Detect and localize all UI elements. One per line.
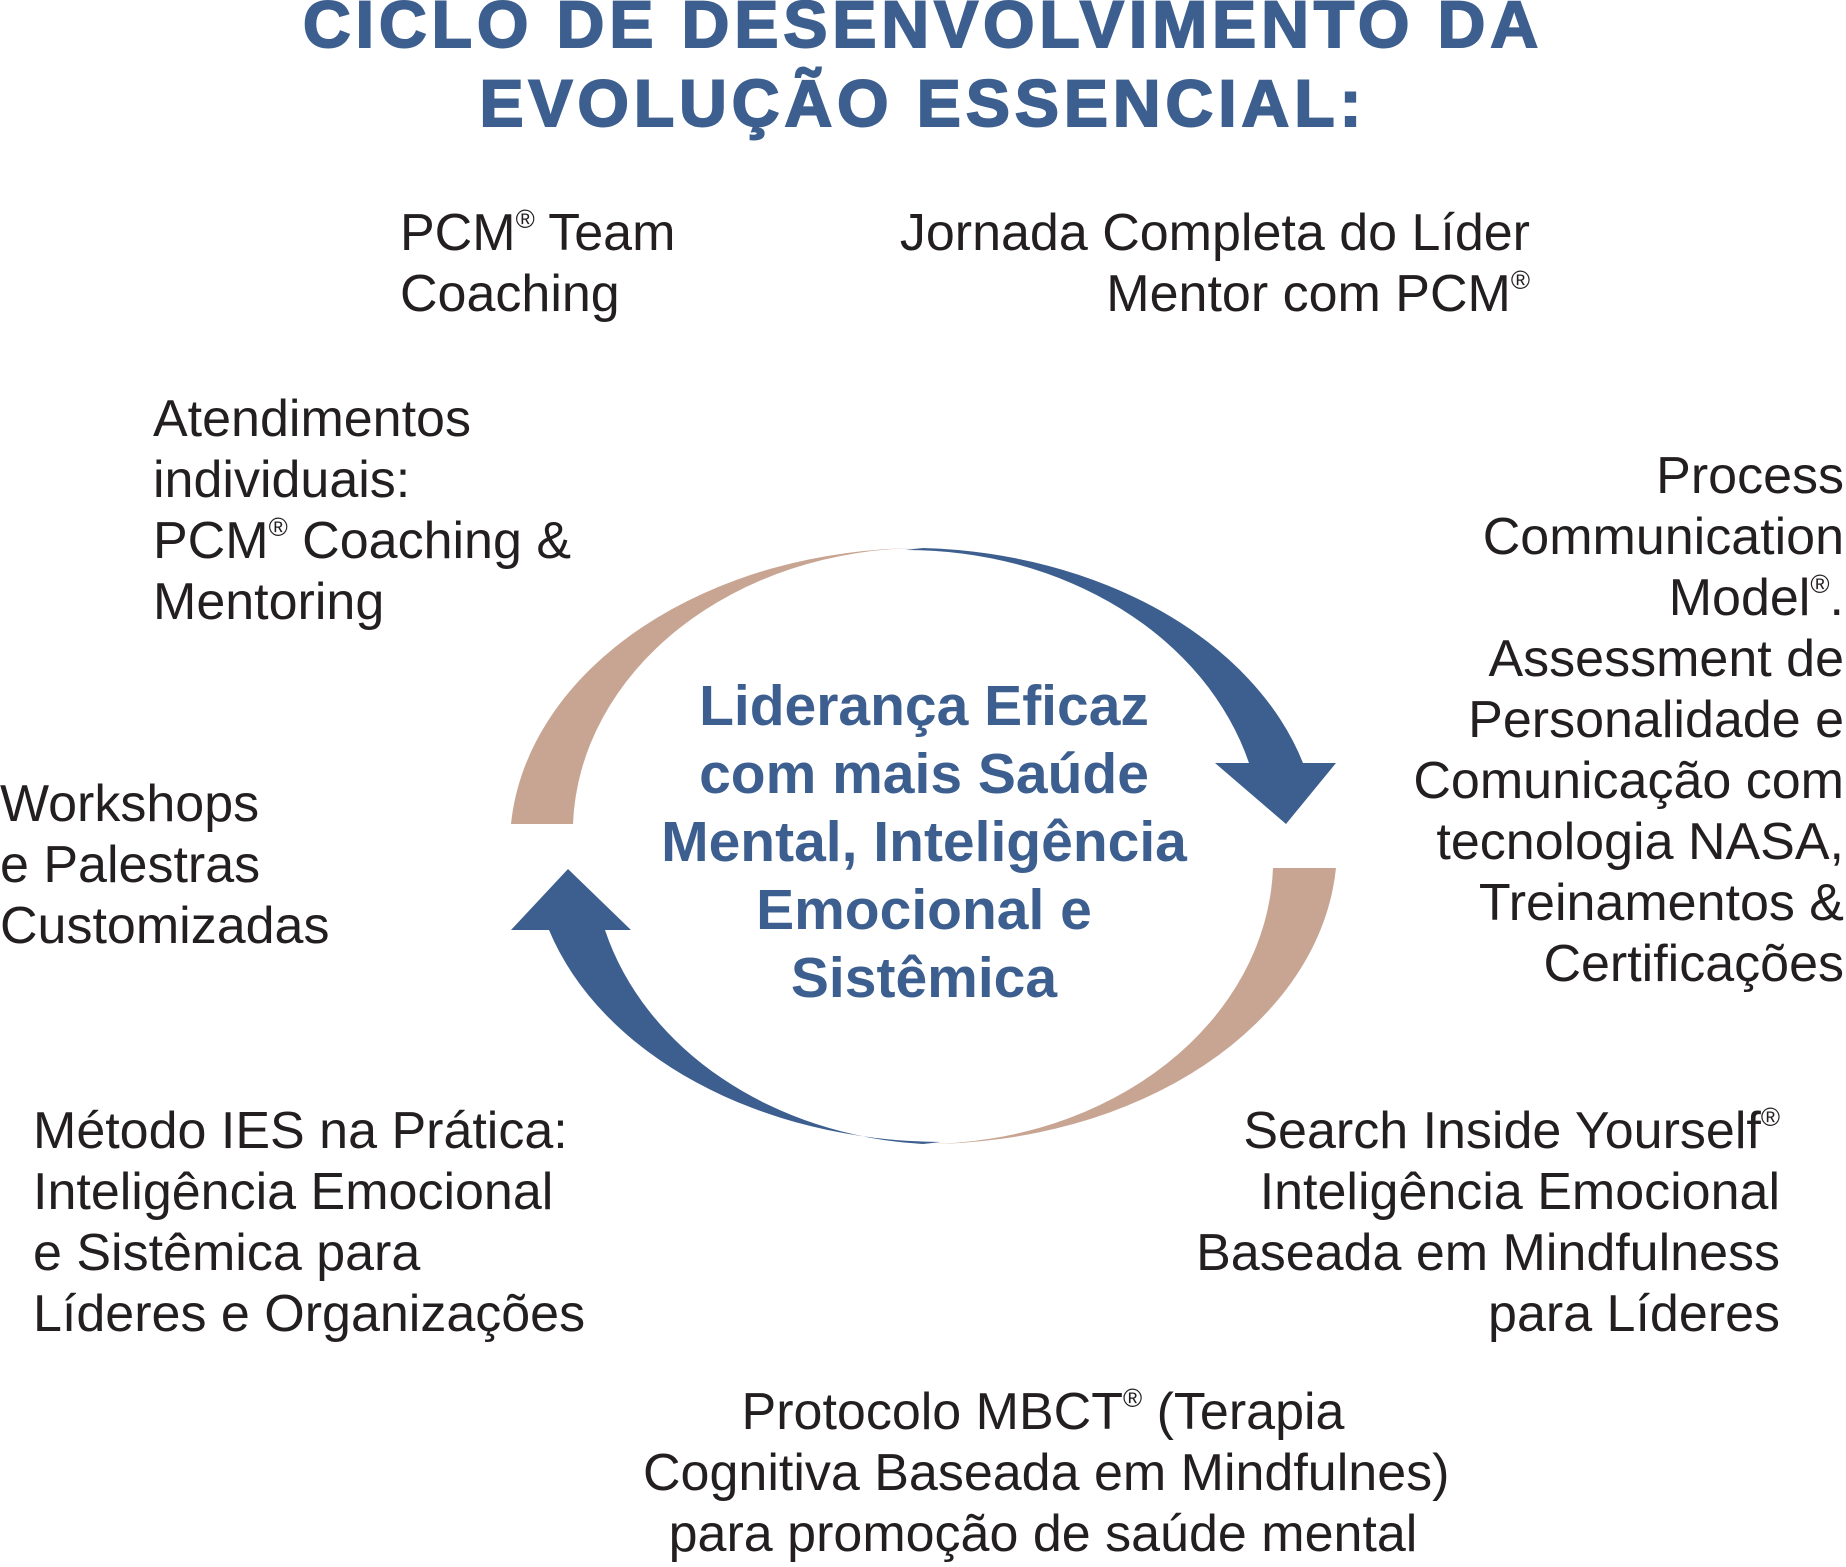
text: PCM [153,512,269,570]
text: . [1829,569,1844,627]
registered-mark: ® [1810,569,1830,599]
blue-arrow-top-right [905,548,1336,824]
registered-mark: ® [268,512,288,542]
title-line-2: EVOLUÇÃO ESSENCIAL: [478,65,1367,141]
text: Inteligência Emocional [1259,1163,1780,1221]
item-atendimentos: Atendimentos individuais: PCM® Coaching … [153,389,571,633]
text: para Líderes [1488,1285,1780,1343]
text: Team [534,204,676,262]
registered-mark: ® [1122,1383,1143,1413]
text: (Terapia [1142,1383,1345,1441]
text: Mentor com PCM [1106,265,1511,323]
text: Coaching & [287,512,572,570]
text: Método IES na Prática: [33,1102,568,1160]
text: Treinamentos & [1478,874,1844,932]
text: Model [1668,569,1811,627]
text: Search Inside Yourself [1243,1102,1761,1160]
text: Process [1656,447,1844,505]
text: Coaching [400,265,620,323]
registered-mark: ® [1510,265,1530,295]
center-line: Emocional e [756,878,1092,942]
diagram-title: CICLO DE DESENVOLVIMENTO DA EVOLUÇÃO ESS… [0,0,1846,143]
text: e Sistêmica para [33,1224,421,1282]
center-line: Sistêmica [790,946,1058,1010]
text: Líderes e Organizações [33,1285,586,1343]
text: Protocolo MBCT [741,1383,1123,1441]
text: Mentoring [153,573,385,631]
text: Customizadas [0,897,330,955]
item-protocolo-mbct: Protocolo MBCT® (Terapia Cognitiva Basea… [643,1382,1450,1565]
item-process-communication: Process Communication Model®. Assessment… [1413,446,1844,995]
text: para promoção de saúde mental [668,1505,1418,1563]
text: Communication [1482,508,1844,566]
text: Baseada em Mindfulness [1196,1224,1780,1282]
text: PCM [400,204,516,262]
text: Assessment de [1488,630,1845,688]
blue-arrow-bottom-left [511,869,941,1144]
registered-mark: ® [515,204,535,234]
item-jornada: Jornada Completa do Líder Mentor com PCM… [900,203,1530,325]
text: Jornada Completa do Líder [899,204,1530,262]
item-search-inside-yourself: Search Inside Yourself® Inteligência Emo… [1196,1101,1780,1345]
text: individuais: [153,451,411,509]
text: Workshops [0,775,260,833]
title-line-1: CICLO DE DESENVOLVIMENTO DA [302,0,1543,62]
text: Atendimentos [153,390,471,448]
item-metodo-ies: Método IES na Prática: Inteligência Emoc… [33,1101,585,1345]
text: Personalidade e [1468,691,1844,749]
text: Comunicação com [1413,752,1844,810]
center-label: Liderança Eficaz com mais Saúde Mental, … [624,672,1224,1012]
text: e Palestras [0,836,261,894]
item-team-coaching: PCM® Team Coaching [400,203,675,325]
text: tecnologia NASA, [1436,813,1844,871]
center-line: Mental, Inteligência [661,810,1187,874]
item-workshops: Workshops e Palestras Customizadas [0,774,329,957]
text: Cognitiva Baseada em Mindfulnes) [643,1444,1450,1502]
text: Certificações [1543,935,1844,993]
center-line: com mais Saúde [699,742,1149,806]
center-line: Liderança Eficaz [699,674,1149,738]
tan-arc-top-left [511,547,923,824]
tan-arc-bottom-right [923,868,1336,1145]
registered-mark: ® [1760,1102,1780,1132]
text: Inteligência Emocional [33,1163,554,1221]
